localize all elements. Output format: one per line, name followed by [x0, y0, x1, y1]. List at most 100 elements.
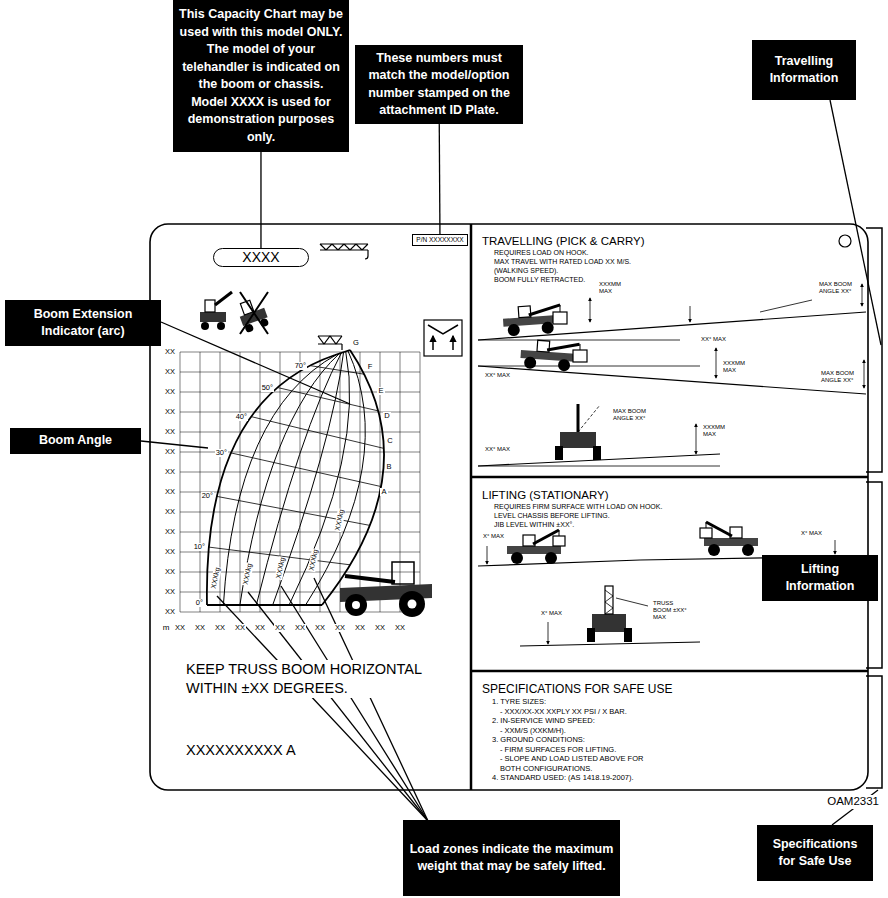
telehandler-glyph [520, 339, 580, 372]
travel-illustration [760, 300, 812, 312]
machine-drawing [318, 336, 432, 617]
callout-leader [248, 592, 428, 821]
model-pill: XXXX [213, 248, 308, 267]
lift-illustration [553, 536, 565, 546]
machine-drawing [392, 562, 414, 584]
lift-dimension: X° MAX [800, 530, 823, 537]
travel-illustration [553, 312, 567, 324]
axis-value: XX [374, 624, 386, 633]
extension-letter: D [383, 412, 390, 421]
callout-box: Travelling Information [752, 40, 856, 100]
travel-illustration [716, 348, 717, 378]
panel-line: 4. STANDARD USED: (AS 1418.19-2007). [492, 773, 864, 783]
travel-illustration [478, 340, 680, 341]
lift-illustration [478, 560, 640, 566]
axis-value: XX [164, 488, 176, 497]
panel-heading: TRAVELLING (PICK & CARRY) [482, 234, 864, 248]
lift-illustration [548, 622, 549, 644]
machine-drawing [352, 601, 360, 609]
travel-dimension: XX° MAX [700, 336, 727, 343]
axis-value: XX [294, 624, 306, 633]
machine-drawing [318, 336, 342, 350]
pictogram-icon [428, 325, 458, 334]
callout-text: These numbers must match the model/optio… [361, 50, 517, 120]
travel-dimension: XXXMM MAX [702, 424, 728, 438]
angle-label: 30° [215, 449, 228, 458]
callout-box: Boom Angle [10, 428, 141, 454]
axis-value: XX [164, 468, 176, 477]
callout-box: Specifications for Safe Use [757, 825, 873, 881]
model-number: XXXX [242, 249, 279, 266]
figure-id: OAM2331 [826, 795, 880, 808]
chart-card [839, 235, 851, 247]
chart-card [150, 224, 868, 790]
callout-box: Load zones indicate the maximum weight t… [403, 820, 620, 896]
lift-dimension: X° MAX [540, 610, 563, 617]
boom-envelope [209, 366, 384, 565]
chart-card [471, 476, 868, 479]
angle-label: 70° [294, 362, 307, 371]
axis-value: XX [164, 608, 176, 617]
travel-dimension: XXXMM MAX [722, 360, 748, 374]
panel-heading: SPECIFICATIONS FOR SAFE USE [482, 682, 864, 697]
lift-illustration [487, 546, 488, 564]
travel-illustration [590, 298, 591, 322]
angle-label: 40° [235, 413, 248, 422]
info-panel: SPECIFICATIONS FOR SAFE USE1. TYRE SIZES… [474, 674, 864, 788]
axis-value: XX [164, 368, 176, 377]
travel-illustration [478, 312, 866, 340]
callout-leader [161, 322, 350, 404]
callout-leader [314, 578, 428, 821]
machine-drawing [345, 576, 395, 582]
machine-drawing [399, 591, 425, 617]
travel-dimension: XX° MAX [484, 372, 511, 379]
load-zone-weight: XXXkg [242, 562, 255, 587]
pictogram-icon [452, 336, 454, 350]
panel-line: JIB LEVEL WITHIN ±XX°. [494, 520, 864, 529]
axis-value: XX [254, 624, 266, 633]
info-panel: TRAVELLING (PICK & CARRY)REQUIRES LOAD O… [474, 226, 864, 474]
travel-illustration [577, 404, 580, 432]
panel-line: REQUIRES FIRM SURFACE WITH LOAD ON HOOK. [494, 502, 864, 511]
part-number: P/N XXXXXXXX [416, 236, 463, 244]
panel-line: (WALKING SPEED). [494, 266, 864, 275]
machine-drawing [408, 600, 417, 609]
lift-illustration [616, 598, 648, 606]
travel-illustration [578, 405, 600, 432]
part-number-box: P/N XXXXXXXX [412, 234, 467, 246]
boom-envelope [207, 350, 350, 605]
panel-line: - XXM/S (XXKM/H). [500, 726, 864, 736]
angle-label: 10° [193, 543, 206, 552]
pictogram-icon [205, 300, 215, 312]
section-bracket [866, 228, 882, 472]
extension-letter: A [380, 488, 387, 497]
axis-value: XX [214, 624, 226, 633]
extension-letter: G [352, 339, 360, 348]
axis-value: XX [164, 528, 176, 537]
axis-value: XX [354, 624, 366, 633]
leader-line [260, 152, 261, 248]
axis-value: XX [164, 508, 176, 517]
callout-box: Boom Extension Indicator (arc) [5, 300, 161, 346]
travel-illustration [573, 350, 587, 362]
axis-unit: m [162, 623, 171, 632]
pictogram-icon [201, 322, 209, 330]
load-zone-weight: XXXkg [210, 566, 223, 591]
capacity-grid [180, 352, 420, 612]
callout-leader [217, 596, 428, 821]
extension-letter: E [377, 387, 384, 396]
chart-card [470, 224, 473, 790]
axis-value: XX [194, 624, 206, 633]
callout-text: Boom Extension Indicator (arc) [11, 306, 155, 341]
axis-value: XX [164, 428, 176, 437]
pictogram-icon [217, 322, 225, 330]
callout-leader [830, 100, 881, 345]
pictogram-icon [432, 336, 434, 350]
callout-box: This Capacity Chart may be used with thi… [173, 0, 349, 152]
lift-illustration [605, 590, 613, 614]
pictogram-icon [240, 292, 268, 334]
lift-dimension: TRUSS BOOM ±XX° MAX [652, 600, 694, 621]
panel-heading: LIFTING (STATIONARY) [482, 488, 864, 502]
axis-value: XX [274, 624, 286, 633]
travel-illustration [478, 366, 866, 394]
